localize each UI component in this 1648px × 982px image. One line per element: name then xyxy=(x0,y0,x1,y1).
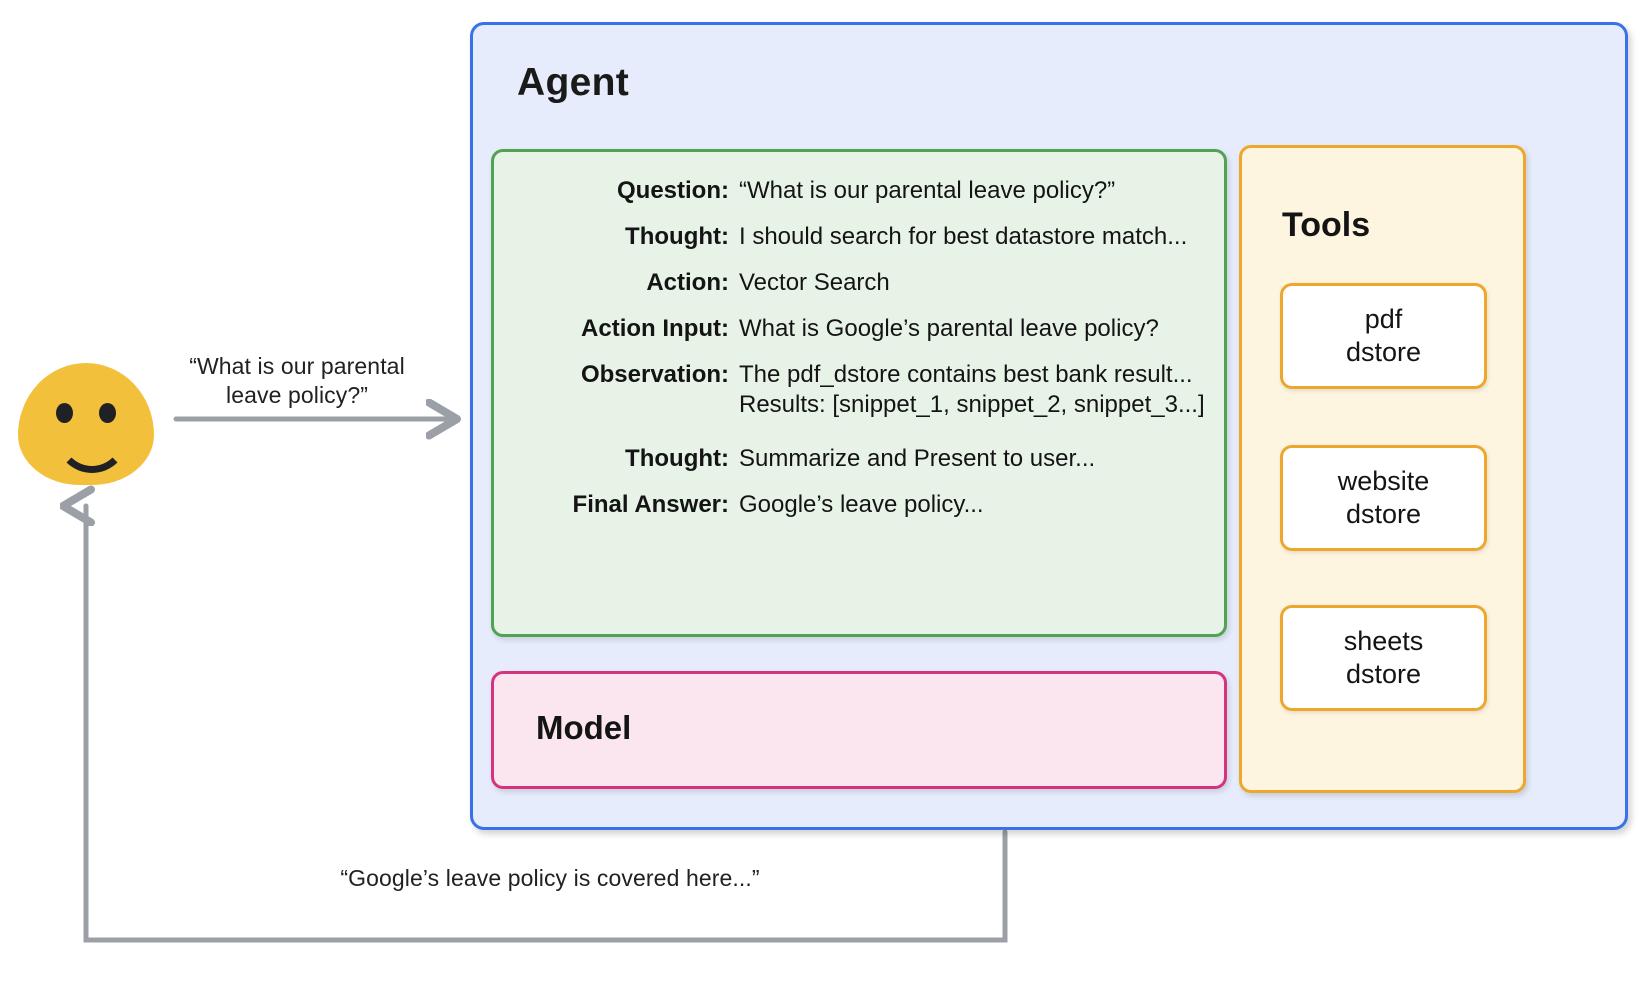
tools-panel: Tools pdf dstore website dstore sheets d… xyxy=(1239,145,1526,793)
tool-card-label: pdf dstore xyxy=(1345,304,1422,367)
tool-card-label: website dstore xyxy=(1337,466,1430,529)
trace-value: I should search for best datastore match… xyxy=(739,223,1188,250)
trace-row-list: Question: “What is our parental leave po… xyxy=(494,176,1224,536)
avatar-eye-right-icon xyxy=(99,403,116,423)
table-row: Final Answer: Google’s leave policy... xyxy=(494,490,1224,520)
table-row: Observation: The pdf_dstore contains bes… xyxy=(494,360,1224,420)
trace-value: Google’s leave policy... xyxy=(739,491,984,518)
trace-label: Final Answer: xyxy=(572,491,729,518)
tool-card-sheets-dstore[interactable]: sheets dstore xyxy=(1280,605,1487,711)
trace-value: “What is our parental leave policy?” xyxy=(739,177,1116,204)
trace-value: Summarize and Present to user... xyxy=(739,445,1096,472)
trace-value: What is Google’s parental leave policy? xyxy=(739,315,1159,342)
trace-label: Observation: xyxy=(580,361,729,388)
agent-trace-panel: Question: “What is our parental leave po… xyxy=(491,149,1227,637)
avatar-eye-left-icon xyxy=(56,403,73,423)
tool-card-website-dstore[interactable]: website dstore xyxy=(1280,445,1487,551)
user-avatar xyxy=(18,363,154,485)
tool-card-label: sheets dstore xyxy=(1343,626,1424,689)
agent-answer-label: “Google’s leave policy is covered here..… xyxy=(340,865,760,891)
model-title: Model xyxy=(536,709,632,746)
trace-label: Thought: xyxy=(625,445,729,472)
table-row: Thought: Summarize and Present to user..… xyxy=(494,444,1224,474)
agent-title: Agent xyxy=(517,61,629,104)
avatar-smile-icon xyxy=(56,429,128,473)
trace-value: The pdf_dstore contains best bank result… xyxy=(739,361,1205,418)
trace-label: Thought: xyxy=(625,223,729,250)
tools-title: Tools xyxy=(1282,206,1371,244)
table-row: Action: Vector Search xyxy=(494,268,1224,298)
tool-card-pdf-dstore[interactable]: pdf dstore xyxy=(1280,283,1487,389)
trace-label: Action Input: xyxy=(581,315,729,342)
model-panel: Model xyxy=(491,671,1227,789)
trace-value: Vector Search xyxy=(739,269,890,296)
user-query-label: “What is our parental leave policy?” xyxy=(189,353,405,408)
table-row: Action Input: What is Google’s parental … xyxy=(494,314,1224,344)
table-row: Question: “What is our parental leave po… xyxy=(494,176,1224,206)
trace-label: Action: xyxy=(646,269,729,296)
table-row: Thought: I should search for best datast… xyxy=(494,222,1224,252)
agent-container: Agent Question: “What is our parental le… xyxy=(470,22,1628,830)
trace-label: Question: xyxy=(617,177,729,204)
